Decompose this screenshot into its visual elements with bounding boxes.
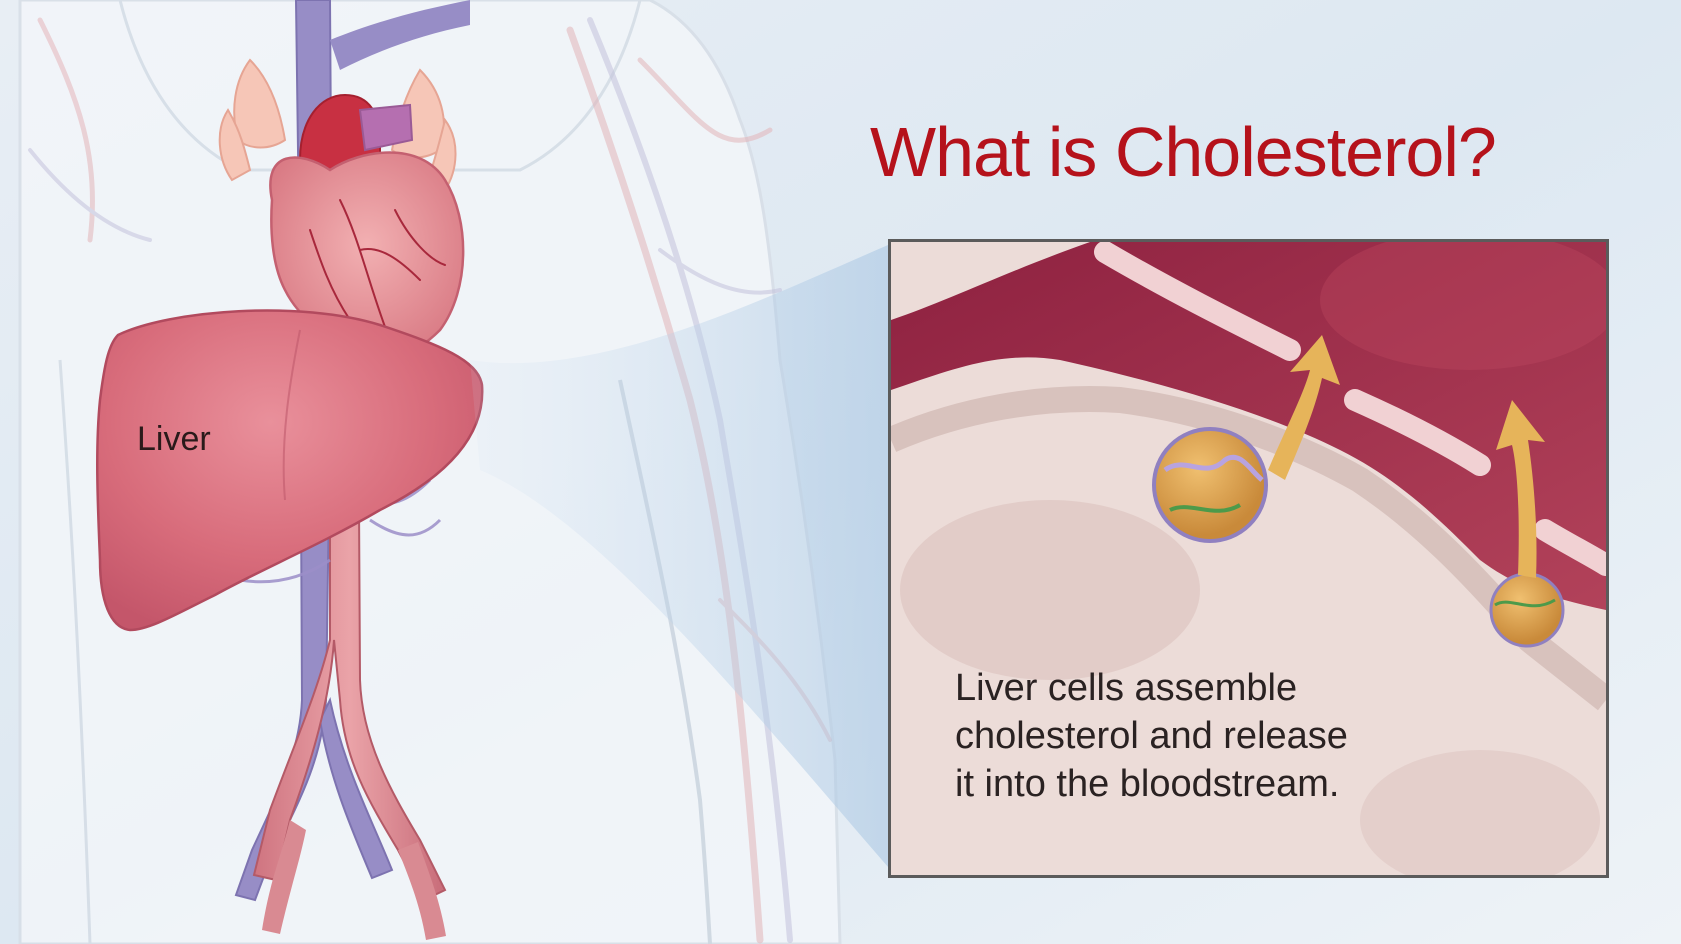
liver-label: Liver bbox=[137, 420, 211, 459]
cell-nucleus bbox=[900, 500, 1200, 680]
lipoprotein-particle-small bbox=[1491, 574, 1563, 646]
caption-line: it into the bloodstream. bbox=[955, 760, 1475, 808]
lipoprotein-particle bbox=[1154, 429, 1266, 541]
red-blood-cell bbox=[1320, 230, 1620, 370]
inset-caption: Liver cells assemble cholesterol and rel… bbox=[955, 664, 1475, 808]
caption-line: Liver cells assemble bbox=[955, 664, 1475, 712]
caption-line: cholesterol and release bbox=[955, 712, 1475, 760]
page-title: What is Cholesterol? bbox=[870, 112, 1496, 192]
